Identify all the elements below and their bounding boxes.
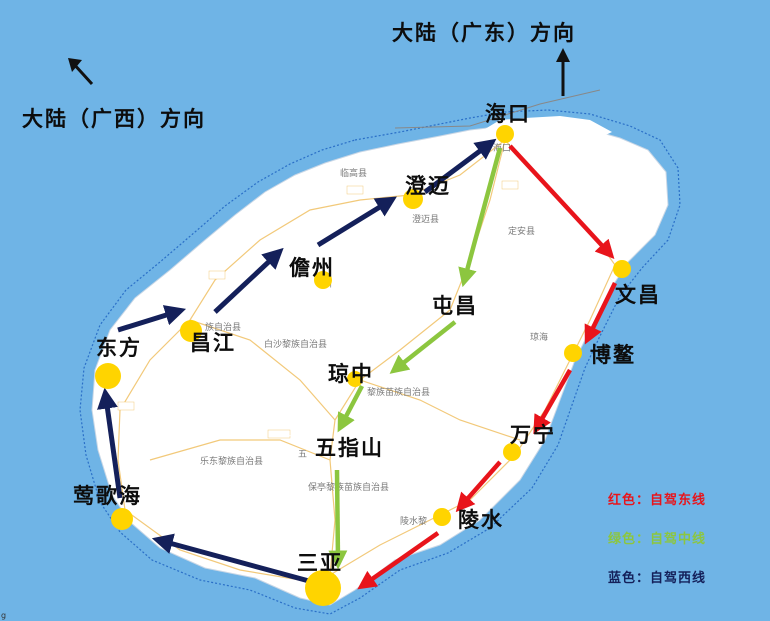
city-label-chengmai: 澄迈 [405,174,451,198]
place-label: 黎族苗族自治县 [367,386,430,398]
road-label: G98 [211,271,224,279]
city-label-lingshui: 陵水 [458,508,504,532]
road-label: G9811 [270,430,291,438]
place-label: 澄迈县 [412,213,439,225]
place-label: 海口 [493,142,511,154]
west-route [97,138,497,587]
city-label-changjiang: 昌江 [190,331,236,355]
route-arrow [584,282,618,345]
route-arrow [508,144,615,259]
city-label-wanning: 万宁 [509,423,556,447]
road-label: G98 [504,181,517,189]
route-arrow [316,196,397,248]
corner-mark: g [1,611,6,620]
legend-red: 红色：自驾东线 [608,492,706,508]
legend-blue: 蓝色：自驾西线 [608,570,706,586]
city-dot-lingshui [433,508,451,526]
city-label-sanya: 三亚 [297,551,343,575]
place-label: 族自治县 [205,321,241,333]
route-arrow [458,147,503,288]
place-label: 临高县 [340,167,367,179]
strait-line [394,89,601,129]
city-dot-wanning [503,443,521,461]
guangdong-direction: 大陆（广东）方向 [392,21,576,96]
city-dot-danzhou [314,271,332,289]
city-dots [95,125,631,606]
city-dot-boao [564,344,582,362]
city-dot-changjiang [180,320,202,342]
legend-green: 绿色：自驾中线 [608,531,706,547]
city-label-wuzhishan: 五指山 [315,436,384,460]
place-label: 白沙黎族自治县 [264,338,327,350]
arrowhead-icon [68,58,82,72]
city-dot-wenchang [613,260,631,278]
city-label-haikou: 海口 [485,102,531,126]
city-label-tunchang: 屯昌 [432,294,478,318]
city-label-boao: 博鳌 [590,343,636,367]
city-dot-chengmai [403,189,423,209]
middle-route [328,147,503,570]
road-label: G98 [349,186,362,194]
place-label: 乐东黎族自治县 [200,455,263,467]
route-arrow [151,533,321,587]
city-dot-yinggehai [111,508,133,530]
route-arrow [533,368,572,435]
sea-boundary [79,109,681,615]
city-label-yinggehai: 莺歌海 [73,484,142,508]
city-dot-dongfang [95,363,121,389]
city-dot-qiongzhong [347,371,363,387]
place-label: 琼海 [530,331,548,343]
minor-place-labels: 海口 临高县 澄迈县 定安县 琼海 白沙黎族自治县 族自治县 州 黎族苗族自治县… [200,142,548,527]
city-label-wenchang: 文昌 [615,283,661,307]
arrowhead-icon [556,48,570,62]
direction-label: 大陆（广西）方向 [22,107,206,131]
place-label: 定安县 [508,225,535,237]
route-arrow [97,387,123,499]
place-label: 五 [298,450,307,460]
east-route [357,144,618,590]
route-arrow [213,247,284,314]
road-labels: G98 G98 G98 G98 G9811 [120,181,517,438]
city-dot-sanya [305,570,341,606]
guangxi-direction: 大陆（广西）方向 [22,58,206,131]
route-arrow [389,320,457,374]
direction-label: 大陆（广东）方向 [392,21,576,45]
route-arrow [337,384,364,433]
route-arrow [117,305,187,333]
route-arrow [423,138,497,195]
route-arrow [455,460,502,513]
place-label: 陵水黎 [400,515,427,527]
city-dot-haikou [496,125,514,143]
place-label: 保亭黎族苗族自治县 [308,481,389,493]
legend: 红色：自驾东线 绿色：自驾中线 蓝色：自驾西线 [608,492,706,586]
road-label: G98 [120,402,133,410]
city-label-dongfang: 东方 [96,336,142,360]
city-label-qiongzhong: 琼中 [328,362,374,386]
city-labels: 海口 澄迈 儋州 昌江 东方 莺歌海 三亚 陵水 万宁 博鳌 文昌 屯昌 琼中 … [73,102,661,575]
route-arrow [328,469,348,570]
route-arrow [357,531,440,590]
city-label-danzhou: 儋州 [289,256,335,280]
